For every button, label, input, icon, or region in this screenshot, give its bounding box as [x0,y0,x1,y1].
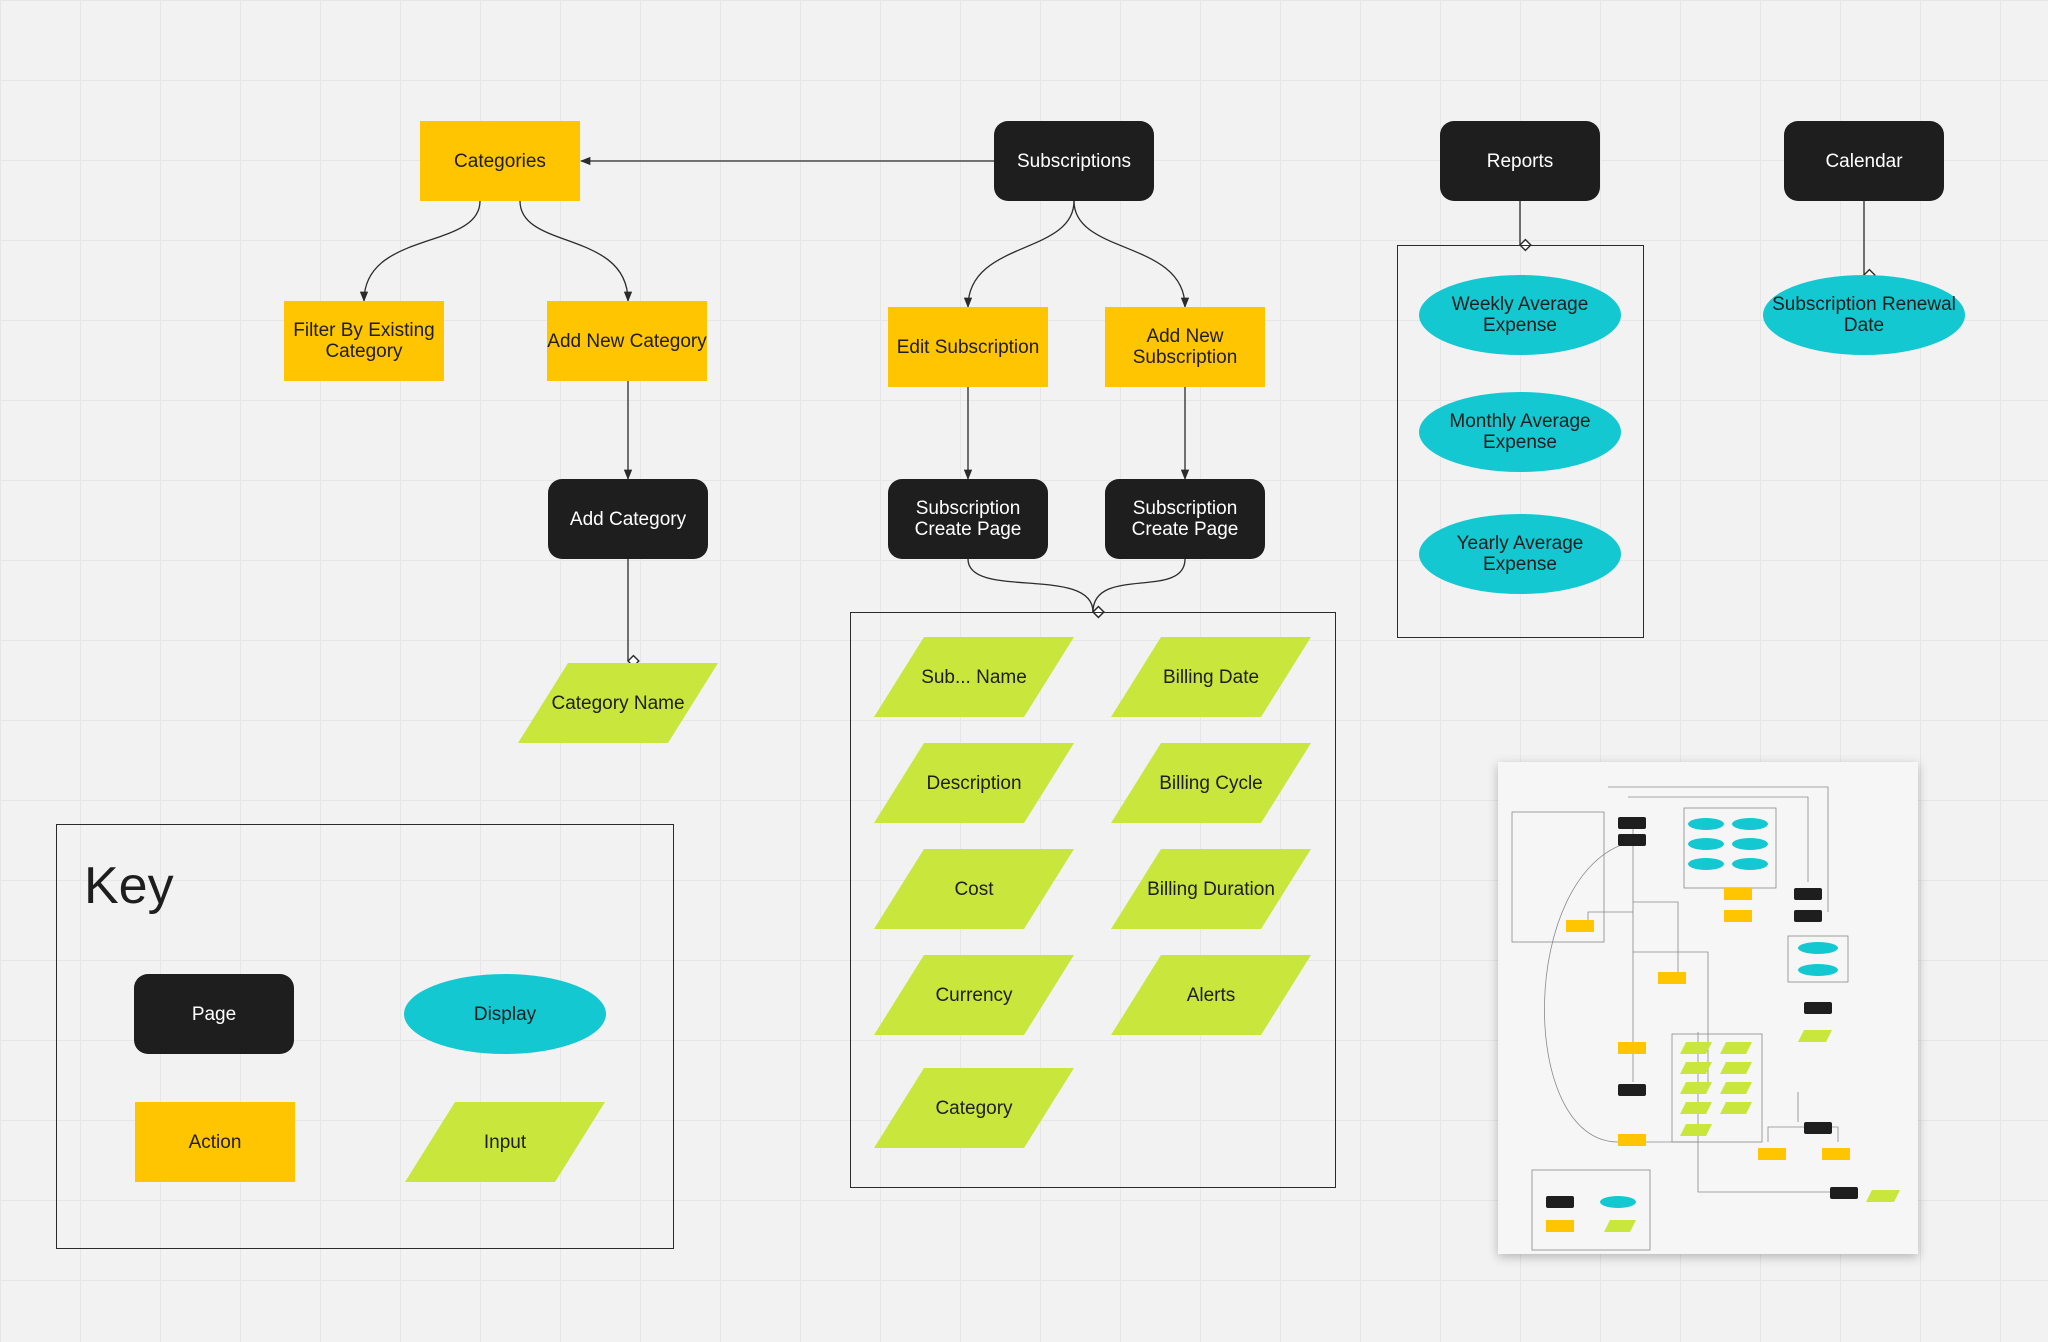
add-new-category-node[interactable]: Add New Category [547,301,707,381]
edge-categories-addnew [519,200,633,303]
category-name-input-node[interactable]: Category Name [518,663,718,743]
add-new-subscription-node[interactable]: Add New Subscription [1105,307,1265,387]
yearly-average-expense-node[interactable]: Yearly Average Expense [1419,514,1621,594]
subscription-create-page-right-node[interactable]: Subscription Create Page [1105,479,1265,559]
key-action-swatch: Action [135,1102,295,1182]
subscription-create-page-left-node[interactable]: Subscription Create Page [888,479,1048,559]
category-field-node[interactable]: Category [874,1068,1074,1148]
billing-cycle-field-node[interactable]: Billing Cycle [1111,743,1311,823]
add-category-node[interactable]: Add Category [548,479,708,559]
thumbnail-picture [1511,786,1900,1251]
edge-createpage-left-form [967,558,1105,619]
edge-subscriptions-edit [963,200,1075,309]
key-title: Key [84,857,174,915]
filter-by-existing-category-node[interactable]: Filter By Existing Category [284,301,444,381]
subscription-renewal-date-node[interactable]: Subscription Renewal Date [1763,275,1965,355]
key-input-swatch: Input [405,1102,605,1182]
edge-createpage-right-form [1092,558,1186,619]
description-field-node[interactable]: Description [874,743,1074,823]
key-display-swatch: Display [404,974,606,1054]
currency-field-node[interactable]: Currency [874,955,1074,1035]
calendar-node[interactable]: Calendar [1784,121,1944,201]
edge-categories-filter [359,200,481,303]
edge-subscriptions-addnew [1073,200,1190,309]
categories-node[interactable]: Categories [420,121,580,201]
key-page-swatch: Page [134,974,294,1054]
billing-duration-field-node[interactable]: Billing Duration [1111,849,1311,929]
cost-field-node[interactable]: Cost [874,849,1074,929]
diagram-overview-thumbnail [1498,762,1918,1254]
monthly-average-expense-node[interactable]: Monthly Average Expense [1419,392,1621,472]
subscriptions-node[interactable]: Subscriptions [994,121,1154,201]
subscription-form-frame [850,612,1336,1188]
billing-date-field-node[interactable]: Billing Date [1111,637,1311,717]
edit-subscription-node[interactable]: Edit Subscription [888,307,1048,387]
reports-node[interactable]: Reports [1440,121,1600,201]
key-frame [56,824,674,1249]
reports-frame [1397,245,1644,638]
alerts-field-node[interactable]: Alerts [1111,955,1311,1035]
sub-name-field-node[interactable]: Sub... Name [874,637,1074,717]
weekly-average-expense-node[interactable]: Weekly Average Expense [1419,275,1621,355]
